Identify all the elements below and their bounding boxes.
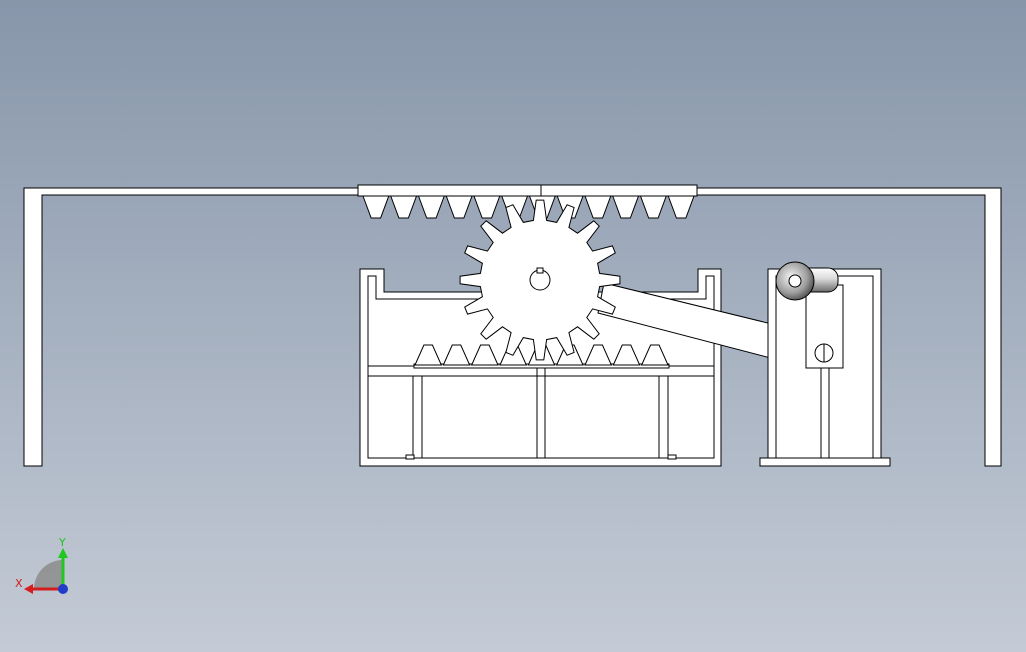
reference-triad: X Y bbox=[15, 536, 68, 594]
triad-x-label: X bbox=[15, 577, 23, 590]
lower-rack-tooth bbox=[612, 344, 641, 366]
lower-rack-tooth bbox=[640, 344, 669, 366]
upper-rack-tooth bbox=[473, 195, 501, 219]
right-support-post bbox=[658, 375, 669, 459]
triad-y-label: Y bbox=[58, 536, 66, 549]
lower-rack-tooth bbox=[555, 344, 584, 366]
triad-y-arrow bbox=[58, 548, 68, 558]
lower-rack-tooth bbox=[442, 344, 471, 366]
lower-rack-tooth bbox=[414, 344, 443, 366]
upper-rack-tooth bbox=[667, 195, 695, 219]
gear-keyway bbox=[536, 267, 544, 274]
upper-rack-tooth bbox=[639, 195, 667, 219]
right-post-foot bbox=[667, 454, 677, 460]
left-support-post bbox=[412, 375, 423, 459]
triad-z-axis bbox=[58, 584, 68, 594]
lower-rack-tooth bbox=[470, 344, 499, 366]
left-housing-lower-cavity bbox=[367, 375, 715, 459]
triad-plane bbox=[34, 560, 63, 589]
upper-rack-tooth bbox=[584, 195, 612, 219]
upper-rack-tooth bbox=[417, 195, 445, 219]
upper-rack-tooth bbox=[362, 195, 390, 219]
lower-rack-tooth bbox=[584, 344, 613, 366]
upper-rack-tooth bbox=[612, 195, 640, 219]
outer-frame[interactable] bbox=[23, 187, 1002, 467]
upper-rack-tooth bbox=[390, 195, 418, 219]
upper-rack-teeth[interactable] bbox=[362, 195, 695, 219]
upper-rack-tooth bbox=[445, 195, 473, 219]
crank-disc-bore bbox=[788, 274, 802, 288]
triad-x-arrow bbox=[24, 584, 33, 594]
bracket-base[interactable] bbox=[759, 457, 891, 467]
upper-rack-bar[interactable] bbox=[357, 184, 698, 197]
left-post-foot bbox=[405, 454, 415, 460]
